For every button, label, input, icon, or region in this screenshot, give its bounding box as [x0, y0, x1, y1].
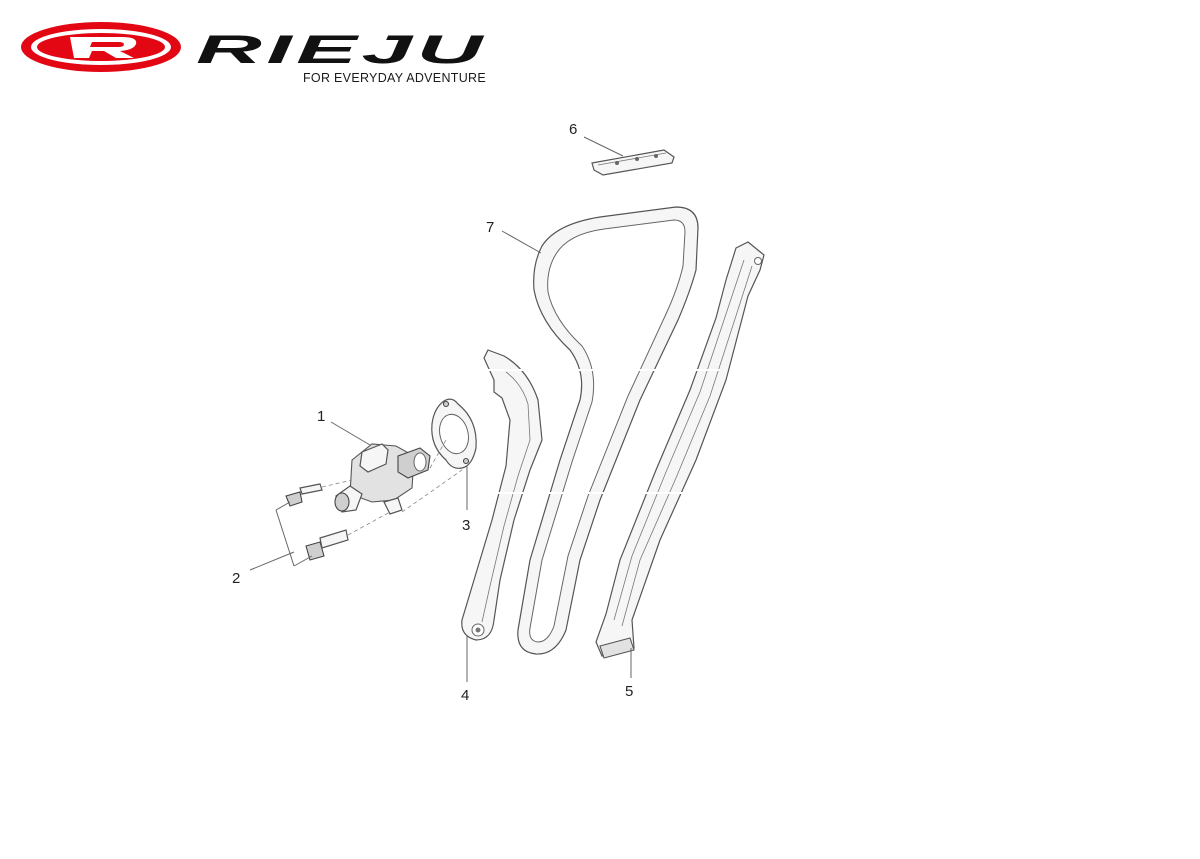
timing-chain-part[interactable] — [517, 206, 699, 655]
callout-6[interactable]: 6 — [569, 121, 577, 138]
tensioner-guide-part[interactable] — [461, 349, 543, 641]
logo-mark-icon — [21, 22, 181, 72]
upper-guide-part[interactable] — [591, 149, 675, 176]
tensioner-part[interactable] — [334, 439, 463, 515]
callout-1[interactable]: 1 — [317, 408, 325, 425]
callout-4[interactable]: 4 — [461, 687, 469, 704]
chain-guide-part[interactable] — [595, 241, 765, 659]
callout-5[interactable]: 5 — [625, 683, 633, 700]
brand-name: RIEJU — [196, 28, 487, 72]
scan-artifacts — [480, 369, 720, 494]
callout-2[interactable]: 2 — [232, 570, 240, 587]
callout-7[interactable]: 7 — [486, 219, 494, 236]
brand-tagline: FOR EVERYDAY ADVENTURE — [303, 71, 486, 85]
callout-labels: 6 7 1 3 2 4 5 — [232, 121, 633, 704]
callout-3[interactable]: 3 — [462, 517, 470, 534]
gasket-part[interactable] — [431, 398, 477, 469]
brand-logo[interactable]: RIEJU FOR EVERYDAY ADVENTURE — [21, 22, 487, 85]
leader-lines — [249, 136, 632, 682]
